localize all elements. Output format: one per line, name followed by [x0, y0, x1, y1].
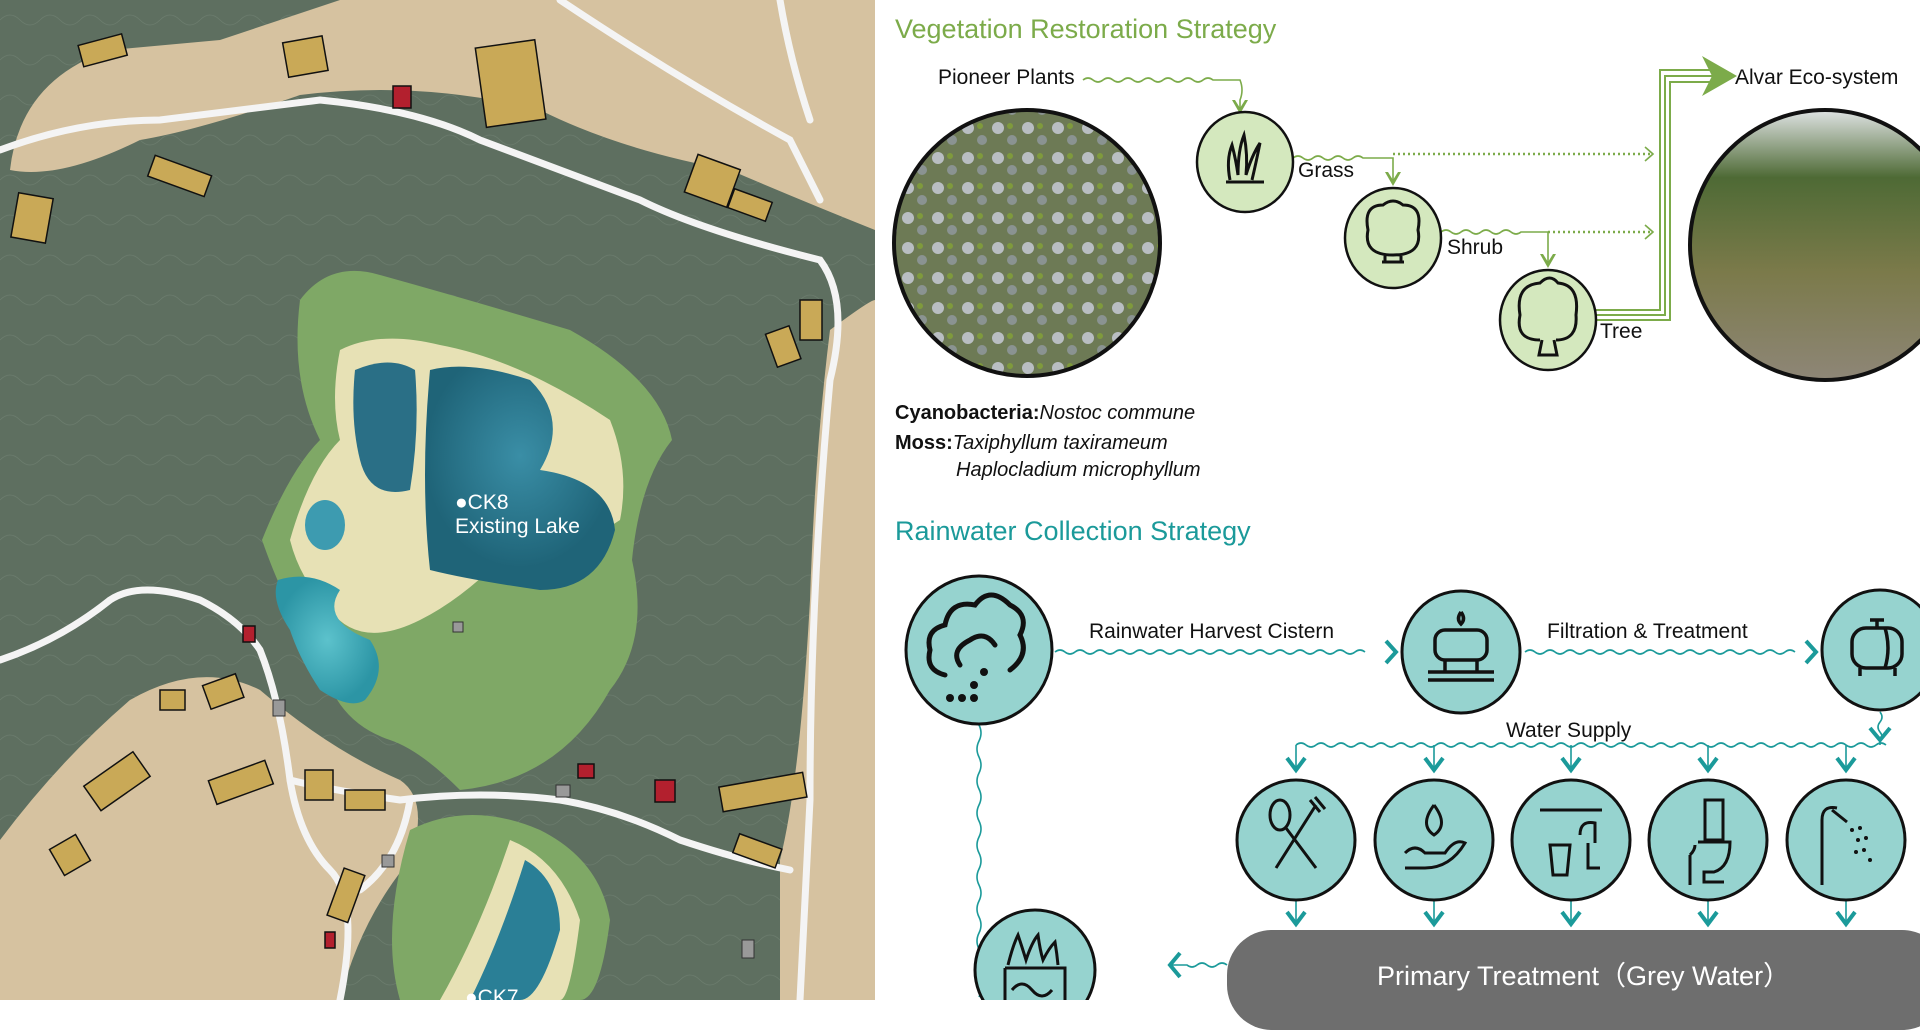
grass-label: Grass — [1298, 159, 1355, 182]
landmarks — [242, 85, 676, 949]
rain-cloud-icon — [926, 592, 1026, 678]
grass-icon — [1226, 129, 1264, 184]
rainwater-title: Rainwater Collection Strategy — [895, 516, 1251, 546]
lake-ck8 — [425, 366, 615, 590]
hand-washing-icon — [1403, 804, 1468, 870]
moss-line: Moss:Taxiphyllum taxirameum — [895, 432, 1168, 455]
garden-circle — [973, 908, 1097, 1000]
lake-ck7 — [470, 860, 560, 1000]
laundry-circle — [1510, 778, 1632, 902]
alvar-ecosystem-photo — [1688, 108, 1920, 382]
primary-treatment-label: Primary Treatment（Grey Water） — [1377, 961, 1791, 991]
shrub-stage-circle — [1343, 186, 1443, 290]
vegetation-title: Vegetation Restoration Strategy — [895, 14, 1277, 44]
primary-treatment-bar: Primary Treatment（Grey Water） — [1227, 930, 1920, 1030]
hand-washing-circle — [1373, 778, 1495, 902]
lake-ck8-label: Existing Lake — [455, 515, 580, 538]
garden-icon — [1003, 931, 1067, 1000]
shower-icon — [1820, 806, 1848, 885]
shower-circle — [1785, 778, 1907, 902]
tree-label: Tree — [1600, 320, 1643, 343]
farmland-north — [10, 0, 875, 230]
moss-species-2: Haplocladium microphyllum — [956, 459, 1201, 482]
tree-icon — [1517, 276, 1579, 357]
alvar-arrowhead — [1702, 56, 1737, 96]
moss-label: Moss: — [895, 432, 953, 454]
cyanobacteria-line: Cyanobacteria:Nostoc commune — [895, 402, 1195, 425]
lake-ck8-marker: ●CK8 — [455, 491, 509, 514]
farmland-east — [780, 300, 875, 1000]
laundry-icon — [1540, 808, 1602, 877]
cistern-icon — [1428, 610, 1494, 682]
cyano-label: Cyanobacteria: — [895, 402, 1040, 424]
farmland-southwest — [0, 677, 418, 1000]
alvar-ecosystem-label: Alvar Eco-system — [1735, 66, 1899, 89]
buildings — [10, 32, 823, 924]
shrub-label: Shrub — [1447, 236, 1504, 259]
water-supply-label: Water Supply — [1506, 719, 1632, 742]
filtration-tank-icon — [1850, 618, 1904, 676]
shrub-icon — [1365, 199, 1421, 264]
toilet-icon — [1688, 798, 1732, 885]
pioneer-plants-photo — [892, 108, 1162, 378]
strategy-diagrams — [892, 56, 1920, 1000]
cistern-step-label: Rainwater Harvest Cistern — [1089, 620, 1335, 643]
rain-cloud-circle — [904, 574, 1054, 726]
pond-west — [275, 576, 379, 704]
filtration-step-label: Filtration & Treatment — [1547, 620, 1748, 643]
filtration-tank-circle — [1820, 588, 1920, 712]
moss-species-1: Taxiphyllum taxirameum — [952, 432, 1168, 454]
dining-icon — [1268, 796, 1327, 869]
pioneer-plants-label: Pioneer Plants — [938, 66, 1075, 89]
pond-north — [353, 362, 417, 492]
tree-stage-circle — [1498, 268, 1598, 372]
site-map — [0, 0, 875, 1000]
cyano-species: Nostoc commune — [1039, 402, 1196, 424]
cistern-circle — [1400, 589, 1522, 715]
grass-stage-circle — [1195, 110, 1295, 214]
moss-species-2-text: Haplocladium microphyllum — [956, 459, 1201, 481]
